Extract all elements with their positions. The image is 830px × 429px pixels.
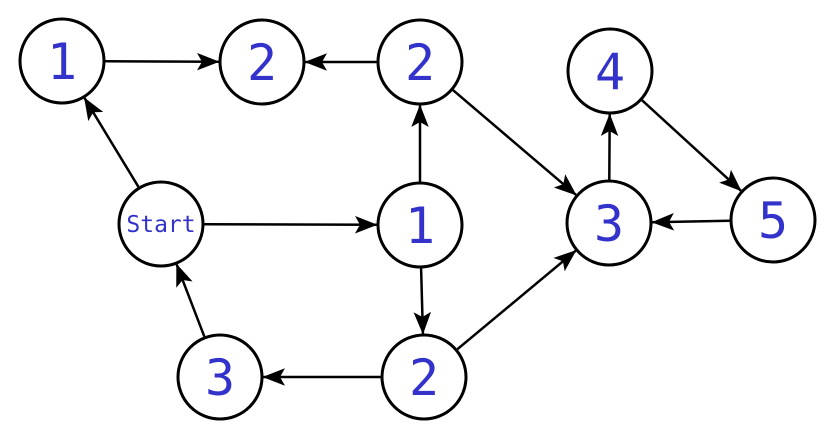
node-circle-four [566,27,654,115]
node-label-two-top: 2 [247,34,277,92]
edge-two-bottom-to-three-right [456,249,577,351]
node-label-three-right: 3 [594,195,624,253]
node-label-five: 5 [758,192,788,250]
node-label-one-topleft: 1 [47,33,77,91]
node-circle-three-bottom [176,333,264,421]
node-circle-five [729,176,817,264]
state-node-one-topleft: 1 [18,17,106,105]
state-node-two-bottom: 2 [380,333,468,421]
edge-four-to-five [641,99,742,192]
node-circle-two-bottom [380,333,468,421]
node-circle-two-top [218,18,306,106]
state-node-one-mid: 1 [376,181,464,269]
state-node-three-right: 3 [565,179,653,267]
edge-one-topleft-to-two-top [105,52,220,71]
node-label-four: 4 [595,43,625,101]
node-circle-start [117,180,205,268]
node-label-two-upper: 2 [405,34,435,92]
state-node-three-bottom: 3 [176,333,264,421]
edge-two-upper-to-three-right [452,89,577,196]
node-label-two-bottom: 2 [409,349,439,407]
node-circle-one-topleft [18,17,106,105]
node-circle-three-right [565,179,653,267]
state-node-four: 4 [566,27,654,115]
state-node-five: 5 [729,176,817,264]
state-node-two-upper: 2 [376,18,464,106]
edge-five-to-three-right [651,213,730,231]
node-circle-one-mid [376,181,464,269]
node-label-three-bottom: 3 [205,349,235,407]
state-node-start: Start [117,180,205,268]
edge-start-to-one-mid [204,215,378,234]
edge-one-mid-to-two-bottom [413,268,432,335]
edge-three-bottom-to-start [175,263,206,337]
node-label-one-mid: 1 [405,197,435,255]
edge-start-to-one-topleft [83,97,140,188]
state-node-two-top: 2 [218,18,306,106]
node-circle-two-upper [376,18,464,106]
edge-layer [83,52,742,386]
node-label-start: Start [126,212,195,238]
